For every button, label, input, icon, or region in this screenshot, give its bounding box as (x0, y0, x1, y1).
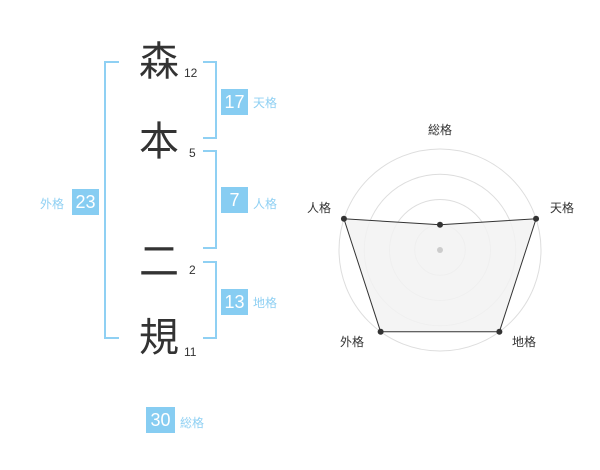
radar-center-dot (437, 247, 443, 253)
jinkaku-value: 7 (221, 187, 248, 213)
gaikaku-value: 23 (72, 189, 99, 215)
stroke-count-4: 11 (184, 345, 197, 359)
soukaku-value: 30 (146, 407, 175, 433)
radar-point-3 (496, 328, 503, 335)
radar-axis-label-2: 天格 (550, 201, 575, 215)
name-char-3: 二 (139, 239, 179, 285)
name-char-2: 本 (139, 119, 179, 165)
radar-point-2 (533, 215, 540, 222)
name-char-4: 規 (139, 315, 179, 361)
jinkaku-label: 人格 (253, 197, 278, 211)
stroke-count-3: 2 (189, 263, 196, 277)
chikaku-value: 13 (221, 289, 248, 315)
name-char-1: 森 (139, 39, 179, 85)
soukaku-label: 総格 (180, 416, 205, 430)
tenkaku-label: 天格 (253, 96, 278, 110)
chikaku-label: 地格 (253, 296, 278, 310)
radar-point-5 (340, 215, 347, 222)
stroke-count-2: 5 (189, 146, 196, 160)
tenkaku-bracket (203, 61, 217, 139)
chikaku-bracket (203, 261, 217, 339)
radar-axis-label-4: 外格 (340, 335, 365, 349)
radar-grid-ring (338, 148, 542, 352)
radar-series-area (343, 218, 537, 333)
radar-axis-label-3: 地格 (512, 335, 537, 349)
jinkaku-bracket (203, 150, 217, 249)
gaikaku-bracket (104, 61, 119, 339)
stroke-count-1: 12 (184, 66, 198, 80)
radar-point-4 (377, 328, 384, 335)
tenkaku-value: 17 (221, 89, 248, 115)
gaikaku-label: 外格 (40, 197, 65, 211)
radar-axis-label-1: 総格 (428, 123, 453, 137)
radar-axis-label-5: 人格 (307, 201, 332, 215)
radar-point-1 (437, 221, 443, 228)
